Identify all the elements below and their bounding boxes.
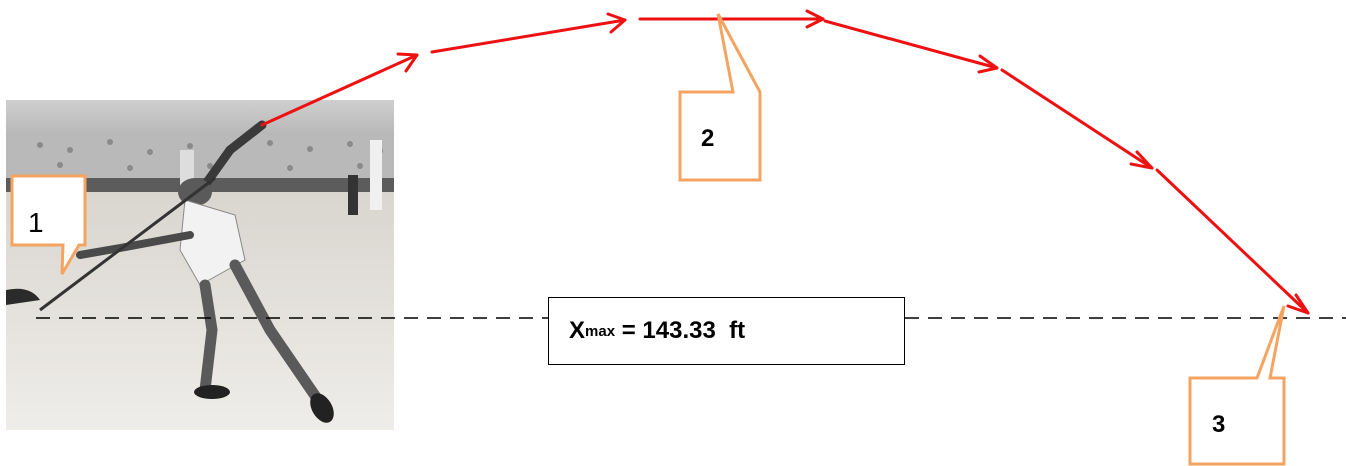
callout-2: 2 bbox=[678, 13, 762, 182]
trajectory-arrow-5 bbox=[1000, 68, 1154, 170]
callout-1-label: 1 bbox=[28, 207, 44, 238]
xmax-unit: ft bbox=[729, 317, 746, 344]
trajectory-arrow-6 bbox=[1155, 168, 1310, 315]
callout-3-label: 3 bbox=[1212, 411, 1225, 438]
callout-2-label: 2 bbox=[701, 125, 714, 152]
trajectory-arrow-4 bbox=[823, 19, 999, 74]
trajectory-arrow-2 bbox=[430, 12, 627, 54]
trajectory-arrow-1 bbox=[260, 52, 419, 127]
callout-1: 1 bbox=[10, 174, 87, 275]
xmax-value: 143.33 bbox=[642, 317, 716, 344]
javelin-thrower-photo bbox=[6, 100, 394, 430]
trajectory-path bbox=[260, 9, 1310, 315]
xmax-subscript: max bbox=[585, 322, 616, 340]
trajectory-arrow-3 bbox=[638, 9, 825, 29]
callout-3: 3 bbox=[1188, 305, 1286, 466]
xmax-equals: = bbox=[615, 317, 643, 344]
xmax-symbol: X bbox=[569, 317, 586, 344]
